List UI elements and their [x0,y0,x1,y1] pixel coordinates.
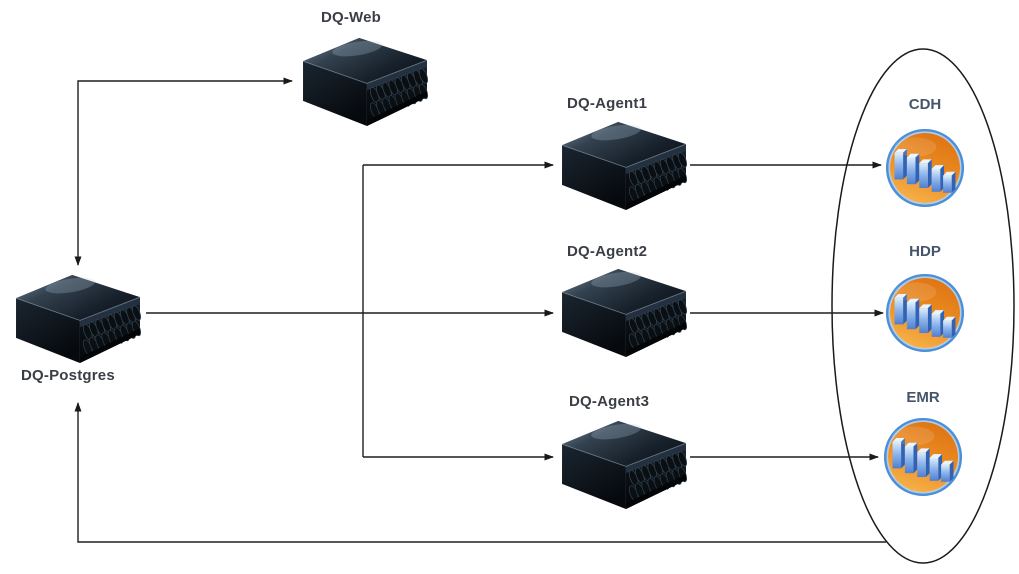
node-label-dq-web: DQ-Web [320,9,382,26]
server-icon [296,35,434,127]
node-label-dq-agent3: DQ-Agent3 [569,393,650,410]
clusters-group-ellipse [831,48,1015,564]
cluster-label-emr: EMR [906,389,940,406]
node-label-dq-agent2: DQ-Agent2 [567,243,648,260]
cluster-label-cdh: CDH [908,96,942,113]
cluster-label-hdp: HDP [909,243,941,260]
hadoop-cluster-icon [885,273,965,353]
edge-postgres-web-bidirectional [74,77,293,266]
hadoop-cluster-icon [885,128,965,208]
hadoop-cluster-icon [883,417,963,497]
node-label-dq-postgres: DQ-Postgres [21,367,115,384]
server-icon [555,119,693,211]
node-label-dq-agent1: DQ-Agent1 [567,95,648,112]
server-icon [555,266,693,358]
server-icon [9,272,147,364]
server-icon [555,418,693,510]
edge-clusters-postgres-feedback [74,402,886,543]
